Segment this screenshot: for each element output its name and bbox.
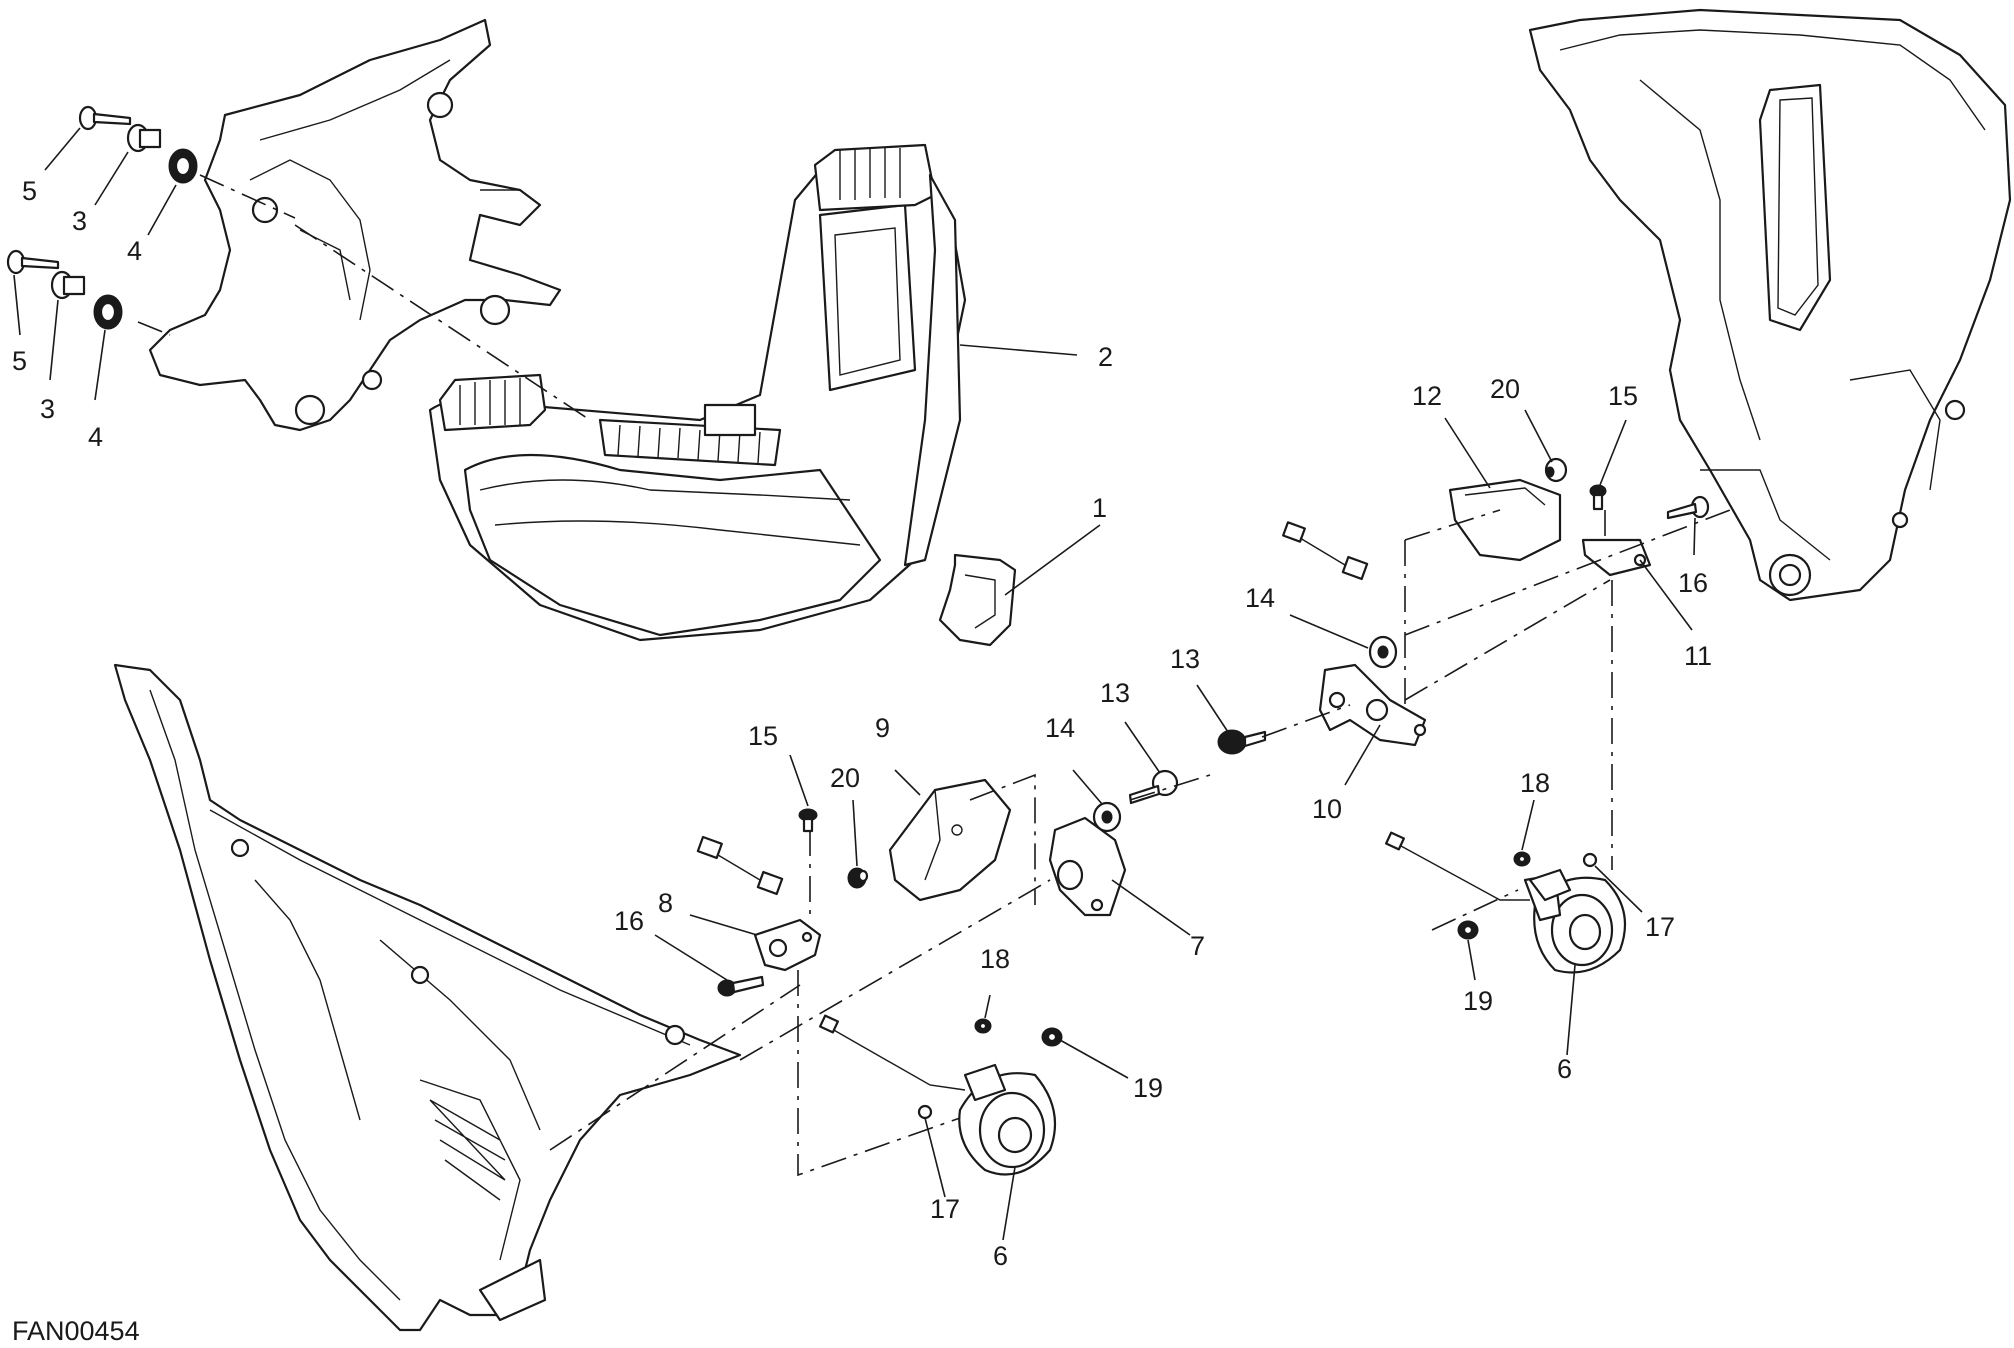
callout-6a: 6 — [1557, 1054, 1572, 1084]
nut-19-right — [1457, 920, 1479, 940]
callout-15a: 15 — [1608, 381, 1638, 411]
callout-20b: 20 — [830, 763, 860, 793]
drawing-code: FAN00454 — [12, 1316, 140, 1346]
callout-3a: 3 — [72, 206, 87, 236]
washer-17-right — [1582, 852, 1598, 868]
washer-17-left — [917, 1104, 933, 1120]
screw-16-left — [717, 975, 765, 997]
callout-16b: 16 — [614, 906, 644, 936]
callout-14a: 14 — [1245, 583, 1275, 613]
callout-11: 11 — [1684, 641, 1712, 671]
bracket-cover-right — [1448, 478, 1562, 562]
fastener-set-upper — [78, 105, 198, 184]
screw-16-right — [1666, 495, 1710, 520]
bracket-cover-left — [888, 778, 1012, 902]
callout-20a: 20 — [1490, 374, 1520, 404]
callout-19a: 19 — [1463, 986, 1493, 1016]
washer-18-left — [974, 1018, 992, 1034]
fastener-set-lower — [6, 249, 123, 330]
callout-12: 12 — [1412, 381, 1442, 411]
callout-10: 10 — [1312, 794, 1342, 824]
spacer-14-right — [1368, 635, 1398, 669]
nut-19-left — [1041, 1027, 1063, 1047]
callout-labels: 5 3 4 5 3 4 2 1 12 20 15 16 11 14 13 10 … — [12, 176, 1712, 1271]
callout-18b: 18 — [980, 944, 1010, 974]
knob-13-right — [1217, 729, 1267, 755]
callout-7: 7 — [1190, 931, 1205, 961]
callout-6b: 6 — [993, 1241, 1008, 1271]
callout-14b: 14 — [1045, 713, 1075, 743]
assembly-lines — [137, 174, 1731, 1177]
headlight-support-bracket — [148, 18, 562, 432]
rubber-grommet-left — [847, 867, 869, 889]
leader-lines — [13, 127, 1696, 1241]
callout-4b: 4 — [88, 422, 103, 452]
bracket-8 — [753, 918, 822, 972]
callout-9: 9 — [875, 713, 890, 743]
callout-19b: 19 — [1133, 1073, 1163, 1103]
callout-8: 8 — [658, 888, 673, 918]
callout-5a: 5 — [22, 176, 37, 206]
right-fairing-support — [1528, 8, 2012, 602]
bracket-7 — [1048, 816, 1127, 917]
callout-5b: 5 — [12, 346, 27, 376]
fog-lamp-left — [819, 1014, 1057, 1176]
callout-2: 2 — [1098, 342, 1113, 372]
headlight-assembly — [428, 143, 967, 642]
callout-17a: 17 — [1645, 912, 1675, 942]
screw-15-right — [1589, 484, 1607, 511]
connector-left — [696, 835, 784, 896]
headlight-cover — [938, 553, 1017, 647]
rubber-grommet-right — [1544, 457, 1568, 483]
connector-right-upper — [1282, 521, 1369, 581]
bracket-10 — [1318, 663, 1427, 747]
fog-lamp-right — [1385, 831, 1627, 974]
bracket-11 — [1581, 538, 1652, 577]
callout-13b: 13 — [1100, 678, 1130, 708]
spacer-14-left — [1092, 801, 1122, 833]
callout-15b: 15 — [748, 721, 778, 751]
callout-17b: 17 — [930, 1194, 960, 1224]
callout-4a: 4 — [127, 236, 142, 266]
callout-13a: 13 — [1170, 644, 1200, 674]
left-fairing-support — [113, 663, 742, 1332]
callout-1: 1 — [1092, 493, 1107, 523]
screw-15-left — [798, 808, 818, 833]
callout-3b: 3 — [40, 394, 55, 424]
washer-18-right — [1513, 851, 1531, 867]
callout-18a: 18 — [1520, 768, 1550, 798]
callout-16a: 16 — [1678, 568, 1708, 598]
